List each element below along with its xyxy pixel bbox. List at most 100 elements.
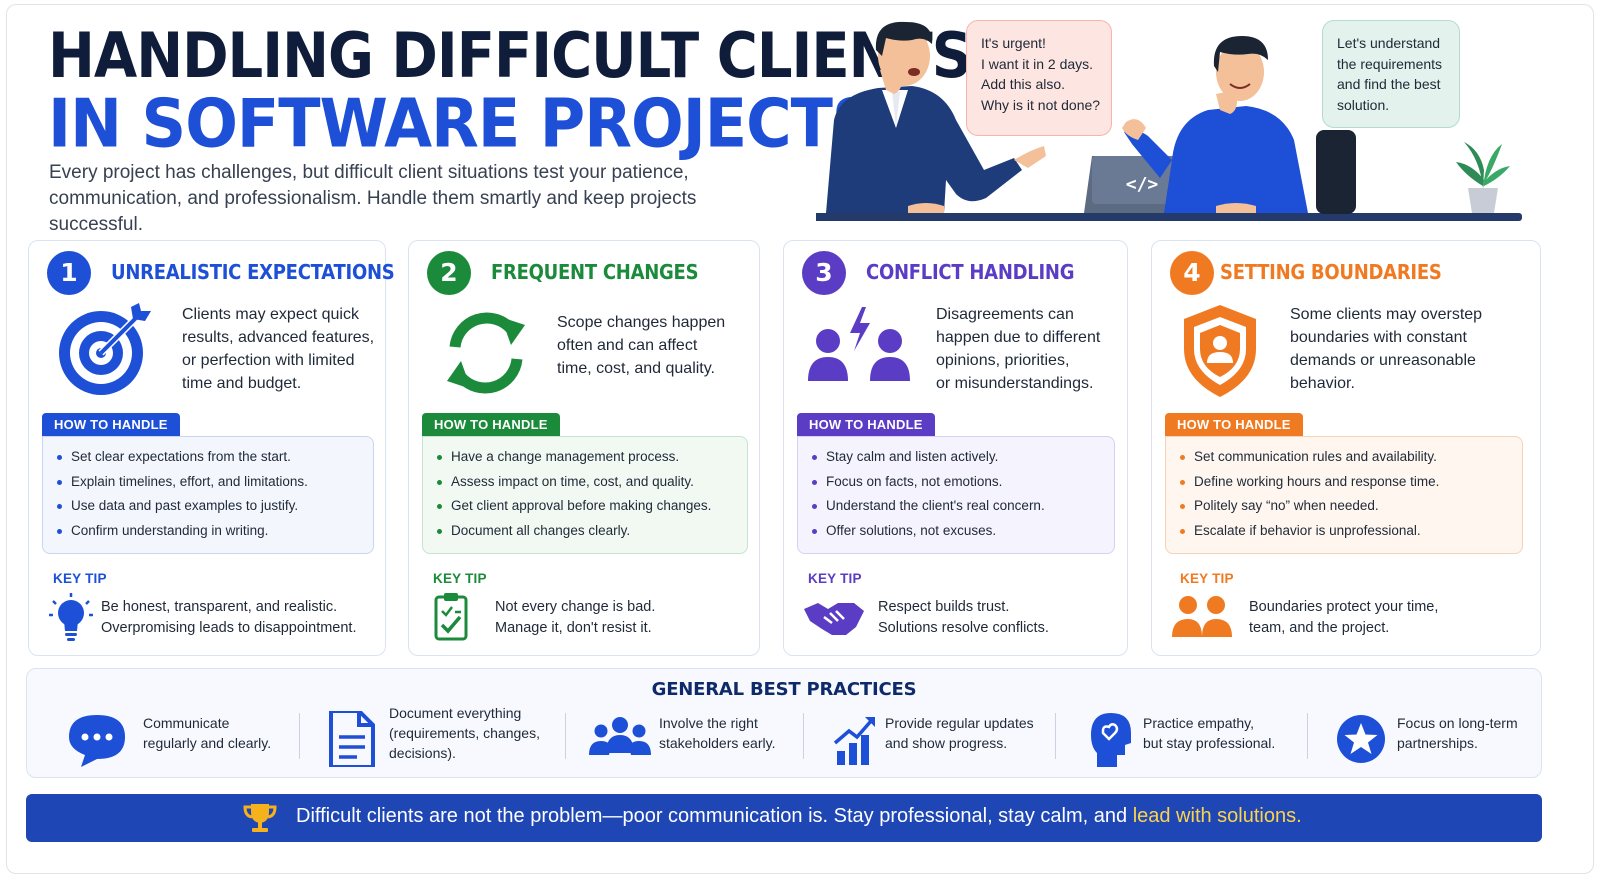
handle-item: Explain timelines, effort, and limitatio…	[55, 470, 363, 495]
divider	[565, 713, 566, 759]
handle-item: Confirm understanding in writing.	[55, 519, 363, 544]
key-tip-text: Boundaries protect your time, team, and …	[1249, 597, 1438, 639]
tip-line: Solutions resolve conflicts.	[878, 620, 1049, 636]
handle-item: Offer solutions, not excuses.	[810, 519, 1104, 544]
practice-line: Practice empathy,	[1143, 715, 1255, 731]
practice-line: partnerships.	[1397, 735, 1478, 751]
key-tip-label: KEY TIP	[433, 571, 487, 586]
practice-updates: Provide regular updates and show progres…	[829, 707, 1059, 771]
desc-line: behavior.	[1290, 375, 1355, 392]
desc-line: time, cost, and quality.	[557, 360, 715, 377]
card-title: UNREALISTIC EXPECTATIONS	[111, 260, 395, 284]
trophy-icon	[243, 804, 277, 832]
bubble-line: Why is it not done?	[981, 96, 1101, 113]
handle-list: Have a change management process. Assess…	[435, 445, 737, 543]
handle-item: Understand the client's real concern.	[810, 494, 1104, 519]
card-description: Scope changes happen often and can affec…	[557, 311, 725, 380]
key-tip-label: KEY TIP	[808, 571, 862, 586]
client-figure	[826, 21, 1046, 213]
desc-line: Disagreements can	[936, 306, 1074, 323]
bubble-line: It's urgent!	[981, 35, 1046, 51]
card-number: 2	[427, 251, 471, 295]
practice-document: Document everything (requirements, chang…	[323, 705, 563, 771]
card-description: Some clients may overstep boundaries wit…	[1290, 303, 1482, 395]
tip-line: team, and the project.	[1249, 620, 1390, 636]
desc-line: or misunderstandings.	[936, 375, 1094, 392]
practice-line: decisions).	[389, 745, 456, 761]
how-to-handle-label: HOW TO HANDLE	[422, 413, 560, 437]
plant-icon	[1456, 142, 1510, 213]
practice-line: but stay professional.	[1143, 735, 1276, 751]
desc-line: opinions, priorities,	[936, 352, 1070, 369]
desc-line: Clients may expect quick	[182, 306, 359, 323]
practice-empathy: Practice empathy, but stay professional.	[1081, 707, 1311, 771]
clipboard-check-icon	[434, 593, 468, 641]
practice-line: Provide regular updates	[885, 715, 1034, 731]
card-title: FREQUENT CHANGES	[491, 260, 699, 284]
how-to-handle-box: Set communication rules and availability…	[1165, 436, 1523, 554]
handle-item: Politely say “no” when needed.	[1178, 494, 1512, 519]
subtitle: Every project has challenges, but diffic…	[49, 162, 697, 235]
best-practices-panel: GENERAL BEST PRACTICES Communicate regul…	[26, 668, 1542, 778]
divider	[299, 713, 300, 759]
handle-item: Stay calm and listen actively.	[810, 445, 1104, 470]
desk	[808, 213, 1522, 221]
card-setting-boundaries: 4 SETTING BOUNDARIES Some clients may ov…	[1151, 240, 1541, 656]
card-description: Clients may expect quick results, advanc…	[182, 303, 374, 395]
tip-line: Respect builds trust.	[878, 599, 1010, 615]
footer-text: Difficult clients are not the problem—po…	[296, 805, 1133, 827]
practice-communicate: Communicate regularly and clearly.	[67, 707, 297, 771]
handle-item: Get client approval before making change…	[435, 494, 737, 519]
target-icon	[59, 303, 151, 395]
chat-icon	[69, 715, 125, 767]
tip-line: Overpromising leads to disappointment.	[101, 620, 357, 636]
developer-figure	[1122, 36, 1356, 214]
card-title: SETTING BOUNDARIES	[1220, 260, 1442, 284]
how-to-handle-box: Have a change management process. Assess…	[422, 436, 748, 554]
desc-line: or perfection with limited	[182, 352, 355, 369]
tip-line: Not every change is bad.	[495, 599, 656, 615]
practice-line: (requirements, changes,	[389, 725, 540, 741]
card-number: 1	[47, 251, 91, 295]
how-to-handle-box: Stay calm and listen actively. Focus on …	[797, 436, 1115, 554]
meeting-illustration: </> It's urgent! I want it in 2 days. Ad…	[808, 10, 1556, 230]
tip-line: Boundaries protect your time,	[1249, 599, 1439, 615]
footer-message: Difficult clients are not the problem—po…	[296, 805, 1302, 828]
handle-list: Set communication rules and availability…	[1178, 445, 1512, 543]
handle-item: Focus on facts, not emotions.	[810, 470, 1104, 495]
handle-item: Document all changes clearly.	[435, 519, 737, 544]
footer-banner: Difficult clients are not the problem—po…	[26, 794, 1542, 842]
practice-text: Provide regular updates and show progres…	[885, 713, 1034, 753]
key-tip-label: KEY TIP	[1180, 571, 1234, 586]
key-tip-text: Respect builds trust. Solutions resolve …	[878, 597, 1049, 639]
practice-line: and show progress.	[885, 735, 1008, 751]
code-icon: </>	[1126, 174, 1159, 195]
divider	[803, 713, 804, 759]
desc-line: time and budget.	[182, 375, 302, 392]
practice-line: regularly and clearly.	[143, 735, 272, 751]
handle-item: Use data and past examples to justify.	[55, 494, 363, 519]
card-conflict-handling: 3 CONFLICT HANDLING Disagreements can ha…	[783, 240, 1128, 656]
tip-line: Manage it, don't resist it.	[495, 620, 652, 636]
practice-line: Focus on long-term	[1397, 715, 1518, 731]
key-tip-label: KEY TIP	[53, 571, 107, 586]
handle-item: Set clear expectations from the start.	[55, 445, 363, 470]
handle-list: Stay calm and listen actively. Focus on …	[810, 445, 1104, 543]
how-to-handle-label: HOW TO HANDLE	[1165, 413, 1303, 437]
card-number: 4	[1170, 251, 1214, 295]
best-practices-title: GENERAL BEST PRACTICES	[651, 679, 917, 700]
practice-line: Document everything	[389, 705, 522, 721]
bubble-line: solution.	[1337, 96, 1390, 113]
handle-item: Set communication rules and availability…	[1178, 445, 1512, 470]
people-icon	[1172, 596, 1232, 637]
practice-line: Involve the right	[659, 715, 758, 731]
conflict-icon	[808, 307, 910, 381]
desc-line: Scope changes happen	[557, 314, 726, 331]
practice-text: Practice empathy, but stay professional.	[1143, 713, 1275, 753]
title-line-2: IN SOFTWARE PROJECTS	[48, 84, 877, 163]
star-icon	[1337, 715, 1385, 763]
title-line-1: HANDLING DIFFICULT CLIENTS	[48, 20, 972, 93]
bubble-line: Let's understand	[1337, 35, 1441, 51]
desc-line: boundaries with constant	[1290, 329, 1467, 346]
footer-highlight: lead with solutions.	[1132, 805, 1302, 827]
